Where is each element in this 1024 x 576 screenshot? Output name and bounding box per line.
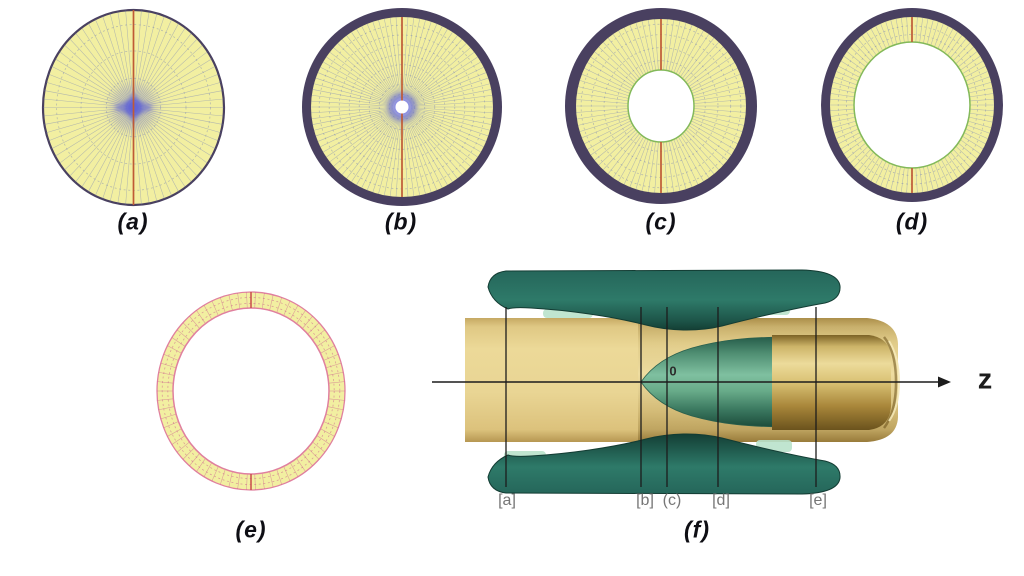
- panel-label-e: (e): [235, 516, 267, 543]
- side-view-3d: [432, 269, 951, 495]
- z-axis-arrowhead: [938, 376, 951, 388]
- panel-label-a: (a): [117, 208, 149, 235]
- section-marker-label-b: [b]: [636, 492, 654, 509]
- cross-section-d-mesh: [821, 8, 1003, 202]
- section-marker-label-a: [a]: [498, 492, 516, 509]
- z-axis-label: z: [977, 363, 993, 396]
- panel-label-d: (d): [895, 208, 929, 235]
- bottom-electrode: [487, 433, 841, 495]
- panel-label-f: (f): [684, 516, 710, 543]
- cross-section-a-mesh: [41, 8, 226, 207]
- panel-label-c: (c): [645, 208, 677, 235]
- cross-section-c-mesh: [565, 8, 757, 204]
- panel-label-b: (b): [384, 208, 418, 235]
- origin-label: 0: [669, 363, 677, 379]
- section-marker-label-e: [e]: [809, 492, 827, 509]
- cross-section-e-mesh: [156, 291, 346, 491]
- top-electrode: [487, 269, 841, 331]
- cross-section-b-mesh: [302, 8, 502, 206]
- section-marker-label-c: (c): [662, 492, 682, 509]
- section-marker-label-d: [d]: [712, 492, 730, 509]
